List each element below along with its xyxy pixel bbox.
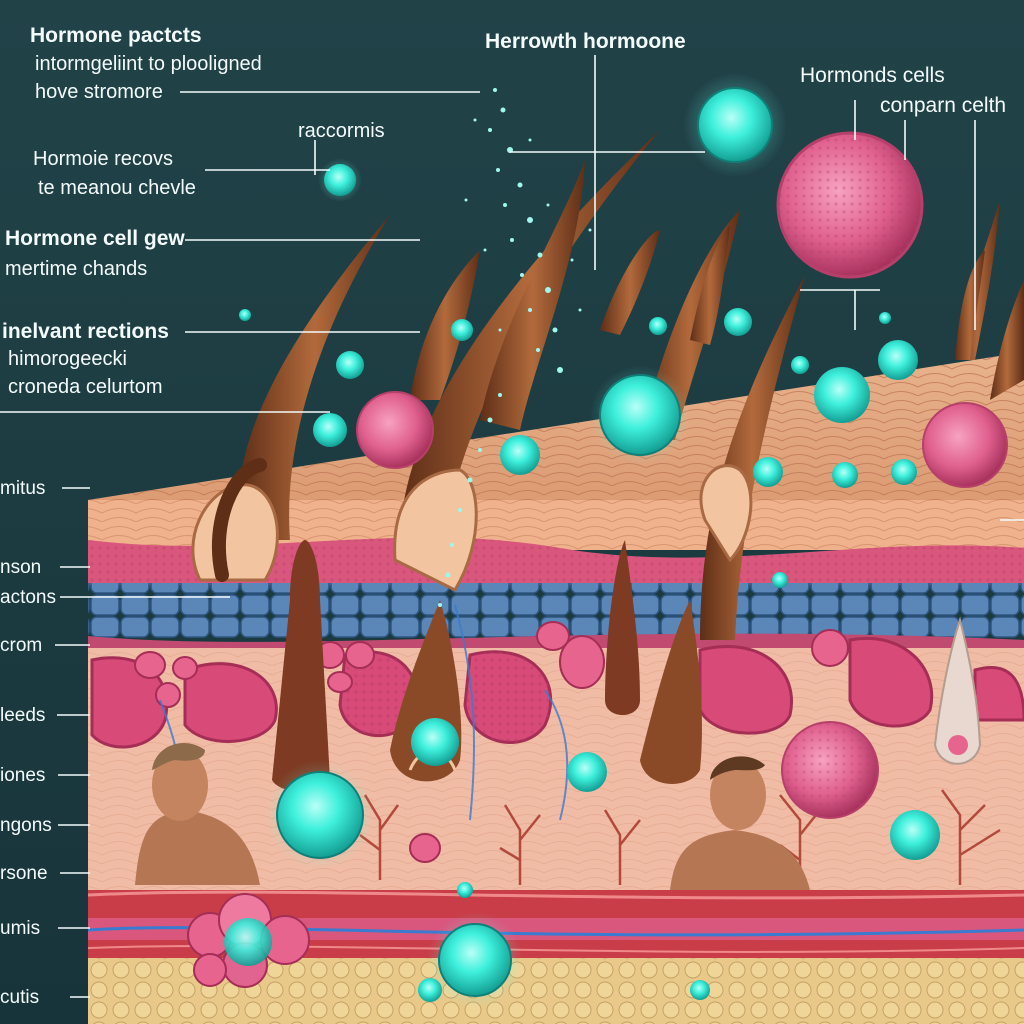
label-hormone-cells: Hormonds cells xyxy=(800,64,945,87)
pink-hormone-cells xyxy=(356,131,1008,819)
label-hormone-cell-gew: Hormone cell gew xyxy=(5,227,185,250)
side-label-3: actons xyxy=(0,587,56,608)
side-label-7: ngons xyxy=(0,815,52,836)
side-label-8: rsone xyxy=(0,863,48,884)
label-hove-stromore: hove stromore xyxy=(35,81,163,103)
side-label-9: umis xyxy=(0,918,40,939)
label-conparn-celth: conparn celth xyxy=(880,94,1006,117)
label-growth-hormone: Herrowth hormoone xyxy=(485,30,686,53)
side-label-5: leeds xyxy=(0,705,45,726)
leader-lines xyxy=(0,55,1024,998)
person-left xyxy=(135,742,260,885)
label-te-meanou: te meanou chevle xyxy=(38,177,196,199)
side-label-4: crom xyxy=(0,635,42,656)
hormone-sparkles xyxy=(438,88,592,607)
skin-block xyxy=(87,352,1024,1024)
side-label-10: cutis xyxy=(0,987,39,1008)
labels: Hormone pactcts intormgeliint to ploolig… xyxy=(0,24,1006,1008)
label-croneda: croneda celurtom xyxy=(8,376,163,398)
side-label-2: nson xyxy=(0,557,41,578)
hormone-particles xyxy=(224,73,940,1008)
person-right xyxy=(670,756,810,890)
growth-hormone-particle xyxy=(697,87,773,163)
label-hormone-recovs: Hormoie recovs xyxy=(33,148,173,170)
label-hormone-particles: Hormone pactcts xyxy=(30,24,202,47)
label-mertime-chands: mertime chands xyxy=(5,258,147,280)
label-inelvant-rections: inelvant rections xyxy=(2,320,169,343)
side-label-6: iones xyxy=(0,765,45,786)
small-glands xyxy=(134,621,849,863)
label-raccormis: raccormis xyxy=(298,120,385,142)
label-intormgeliint: intormgeliint to plooligned xyxy=(35,53,262,75)
side-label-1: mitus xyxy=(0,478,45,499)
label-himorogeecki: himorogeecki xyxy=(8,348,127,370)
